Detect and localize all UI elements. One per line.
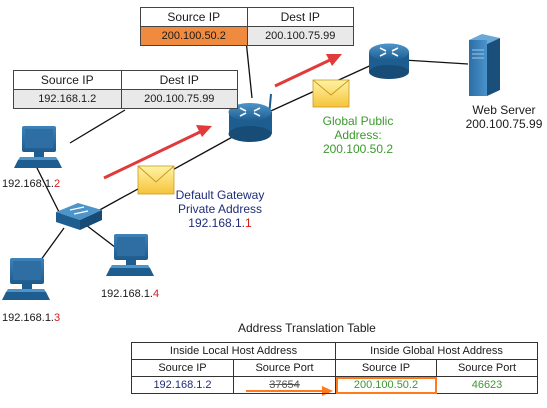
router-source-ip-header: Source IP (140, 7, 248, 27)
gateway-label: Default Gateway Private Address 192.168.… (170, 188, 270, 230)
pc-icon-host2 (14, 126, 62, 168)
switch-icon (56, 203, 102, 230)
gateway-ip-prefix: 192.168.1. (188, 216, 246, 230)
host2-label-prefix: 192.168.1. (2, 178, 54, 190)
col-source-ip-global: Source IP (335, 359, 437, 377)
host-source-ip-value: 192.168.1.2 (13, 89, 122, 109)
translation-table-title: Address Translation Table (238, 321, 376, 335)
cell-local-port: 37654 (233, 376, 336, 394)
host-source-ip-header: Source IP (13, 70, 122, 90)
host3-label-suffix: 3 (54, 312, 61, 324)
public-line1: Global Public (322, 114, 394, 128)
link-switch-pc2 (33, 161, 63, 219)
router-dest-ip-header: Dest IP (246, 7, 354, 27)
arrow-host-to-router (103, 130, 201, 180)
group-inside-local: Inside Local Host Address (131, 342, 336, 360)
translation-table: Inside Local Host Address Inside Global … (131, 342, 538, 394)
public-ip: 200.100.50.2 (322, 142, 394, 156)
cell-global-ip: 200.100.50.2 (335, 376, 437, 394)
gateway-line1: Default Gateway (175, 188, 265, 202)
col-source-port-local: Source Port (233, 359, 336, 377)
pc-icon-host4 (106, 234, 154, 276)
cell-global-port: 46623 (436, 376, 538, 394)
col-source-ip-local: Source IP (131, 359, 234, 377)
web-server-label: Web Server 200.100.75.99 (462, 103, 546, 131)
public-address-label: Global Public Address: 200.100.50.2 (318, 114, 398, 156)
arrow-router-to-isp (274, 58, 331, 88)
router-header-table: Source IP Dest IP 200.100.50.2 200.100.7… (140, 7, 354, 46)
group-inside-global: Inside Global Host Address (335, 342, 538, 360)
arrow-router-to-isp-head (326, 54, 342, 66)
host3-label-prefix: 192.168.1. (2, 312, 54, 324)
isp-router-icon (369, 43, 409, 79)
envelope-icon-private (137, 165, 175, 195)
host-header-table: Source IP Dest IP 192.168.1.2 200.100.75… (13, 70, 239, 109)
web-server-name: Web Server (472, 103, 536, 117)
host-dest-ip-header: Dest IP (120, 70, 239, 90)
arrow-host-to-router-head (196, 125, 212, 137)
flow-arrows (103, 54, 342, 180)
router-dest-ip-value: 200.100.75.99 (246, 26, 354, 46)
callout-router (245, 39, 253, 99)
host2-label: 192.168.1.2 (2, 178, 60, 191)
host4-label-suffix: 4 (153, 288, 160, 300)
envelope-icon-public (312, 79, 350, 108)
pc-icon-host3 (2, 258, 50, 300)
col-source-port-global: Source Port (436, 359, 538, 377)
cell-local-ip: 192.168.1.2 (131, 376, 234, 394)
callout-host (69, 109, 126, 144)
host4-label: 192.168.1.4 (101, 288, 159, 301)
host3-label: 192.168.1.3 (2, 312, 60, 325)
gateway-line2: Private Address (177, 202, 263, 216)
router-source-ip-value: 200.100.50.2 (140, 26, 248, 46)
gateway-ip: 192.168.1.1 (170, 216, 270, 230)
host2-label-suffix: 2 (54, 178, 61, 190)
web-server-icon (469, 34, 500, 96)
host4-label-prefix: 192.168.1. (101, 288, 153, 300)
link-isp-server (403, 59, 469, 65)
host-dest-ip-value: 200.100.75.99 (120, 89, 239, 109)
gateway-ip-suffix: 1 (245, 216, 252, 230)
public-line2: Address: (334, 128, 382, 142)
web-server-ip: 200.100.75.99 (465, 117, 543, 131)
